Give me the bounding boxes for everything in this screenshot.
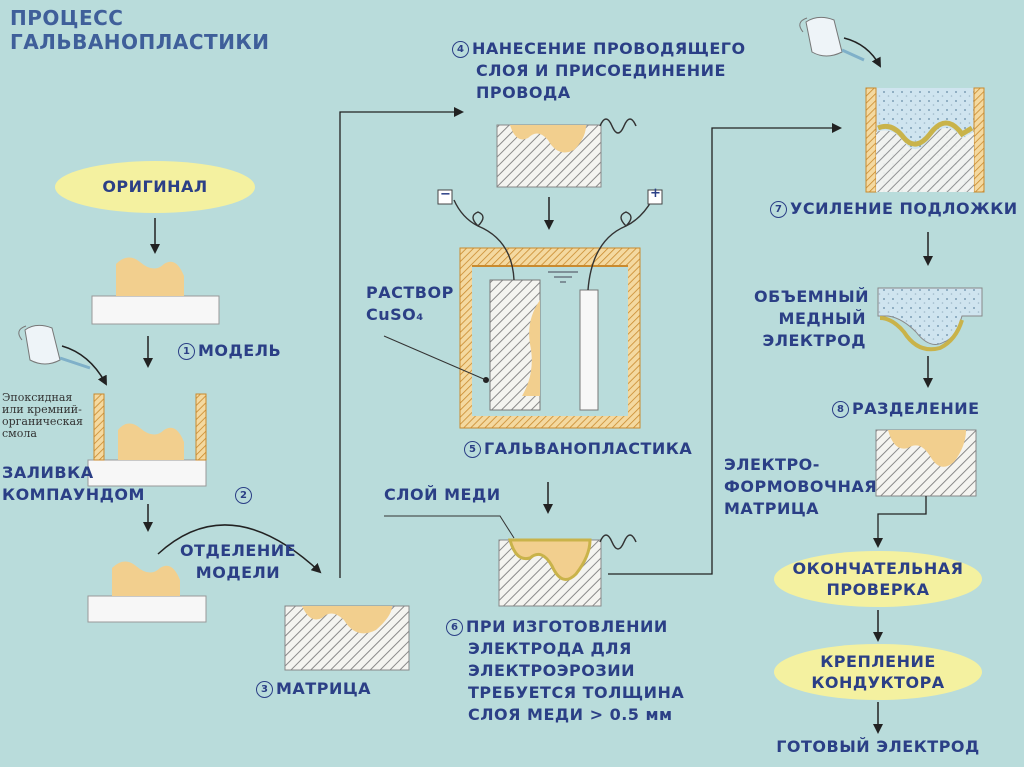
separated-matrix-drawing — [875, 429, 977, 497]
step-3-text: МАТРИЦА — [276, 679, 372, 698]
final-check-line-1: ОКОНЧАТЕЛЬНАЯ — [792, 559, 964, 578]
resin-line-3: органическая — [2, 415, 83, 428]
page-title: ПРОЦЕСС ГАЛЬВАНОПЛАСТИКИ — [10, 6, 270, 54]
copper-electrode-label: ОБЪЕМНЫЙ МЕДНЫЙ ЭЛЕКТРОД — [754, 286, 870, 352]
copper-pointer — [384, 515, 515, 539]
step-4-line-3: ПРОВОДА — [476, 83, 571, 102]
solution-line-1: РАСТВОР — [366, 283, 454, 302]
separated-model-drawing — [87, 561, 207, 623]
pour-line-1: ЗАЛИВКА — [2, 463, 94, 482]
galvanic-bath-drawing — [437, 189, 663, 429]
connector-3-to-4 — [339, 107, 464, 578]
solution-line-2: CuSO₄ — [366, 305, 424, 324]
connector-8-to-check — [873, 496, 927, 548]
step-6-line-5: СЛОЯ МЕДИ > 0.5 мм — [468, 705, 673, 724]
resin-line-4: смола — [2, 427, 37, 440]
pitcher-icon-2 — [799, 16, 865, 62]
plus-sign: + — [650, 186, 662, 201]
step-5-text: ГАЛЬВАНОПЛАСТИКА — [484, 439, 693, 458]
title-line-1: ПРОЦЕСС — [10, 6, 124, 30]
fixture-line-2: КОНДУКТОРА — [811, 673, 945, 692]
step-number-4: 4 — [452, 41, 469, 58]
step-4-line-2: СЛОЯ И ПРИСОЕДИНЕНИЕ — [476, 61, 726, 80]
step-1-text: МОДЕЛЬ — [198, 341, 282, 360]
coated-matrix-drawing — [496, 118, 637, 188]
resin-line-1: Эпоксидная — [2, 391, 73, 404]
title-line-2: ГАЛЬВАНОПЛАСТИКИ — [10, 30, 270, 54]
copper-layer-drawing — [498, 534, 637, 607]
fixture-oval — [774, 644, 982, 700]
step-6-line-3: ЭЛЕКТРОЭРОЗИИ — [468, 661, 635, 680]
arrow-pour-curve-2 — [843, 37, 881, 68]
step-2-label: ОТДЕЛЕНИЕ МОДЕЛИ — [176, 540, 300, 584]
step-number-2: 2 — [235, 487, 252, 504]
electrode-line-2: МЕДНЫЙ — [778, 309, 866, 328]
arrow-separation-curve — [157, 524, 322, 574]
original-oval — [55, 161, 255, 213]
eform-matrix-label: ЭЛЕКТРО- ФОРМОВОЧНАЯ МАТРИЦА — [724, 454, 877, 520]
original-label: ОРИГИНАЛ — [102, 177, 208, 196]
step-8-text: РАЗДЕЛЕНИЕ — [852, 399, 980, 418]
pour-drawing — [87, 393, 207, 487]
step-number-8: 8 — [832, 401, 849, 418]
solution-pointer — [383, 335, 487, 381]
model-drawing — [91, 257, 220, 325]
solution-label: РАСТВОР CuSO₄ — [366, 282, 454, 326]
fixture-line-1: КРЕПЛЕНИЕ — [820, 652, 936, 671]
eform-line-3: МАТРИЦА — [724, 499, 820, 518]
pour-line-2: КОМПАУНДОМ — [2, 485, 145, 504]
backing-drawing — [865, 87, 985, 193]
step-7-text: УСИЛЕНИЕ ПОДЛОЖКИ — [790, 199, 1018, 218]
step-number-3: 3 — [256, 681, 273, 698]
step-number-7: 7 — [770, 201, 787, 218]
step-number-6: 6 — [446, 619, 463, 636]
arrow-pour-curve — [61, 345, 107, 386]
fixture-label: КРЕПЛЕНИЕ КОНДУКТОРА — [774, 651, 982, 693]
pitcher-icon-1 — [18, 324, 91, 370]
final-check-label: ОКОНЧАТЕЛЬНАЯ ПРОВЕРКА — [774, 558, 982, 600]
final-check-line-2: ПРОВЕРКА — [826, 580, 930, 599]
step-number-1: 1 — [178, 343, 195, 360]
step-2-number-wrap: 2 — [225, 484, 265, 506]
matrix-drawing — [284, 605, 410, 671]
copper-electrode-drawing — [877, 287, 983, 352]
step-6-line-2: ЭЛЕКТРОДА ДЛЯ — [468, 639, 632, 658]
step-2-line-1: ОТДЕЛЕНИЕ — [179, 541, 297, 560]
eform-line-1: ЭЛЕКТРО- — [724, 455, 820, 474]
pour-label: ЗАЛИВКА КОМПАУНДОМ — [2, 462, 145, 506]
resin-note: Эпоксидная или кремний- органическая смо… — [2, 392, 83, 440]
final-check-oval — [774, 551, 982, 607]
electrode-line-3: ЭЛЕКТРОД — [762, 331, 866, 350]
eform-line-2: ФОРМОВОЧНАЯ — [724, 477, 878, 496]
step-6-line-4: ТРЕБУЕТСЯ ТОЛЩИНА — [468, 683, 685, 702]
resin-line-2: или кремний- — [2, 403, 82, 416]
connector-6-to-7 — [608, 123, 842, 575]
electrode-line-1: ОБЪЕМНЫЙ — [754, 287, 870, 306]
step-number-5: 5 — [464, 441, 481, 458]
finished-electrode-label: ГОТОВЫЙ ЭЛЕКТРОД — [776, 737, 980, 756]
copper-layer-label: СЛОЙ МЕДИ — [384, 485, 501, 504]
minus-sign: − — [440, 187, 452, 202]
step-2-line-2: МОДЕЛИ — [195, 563, 281, 582]
